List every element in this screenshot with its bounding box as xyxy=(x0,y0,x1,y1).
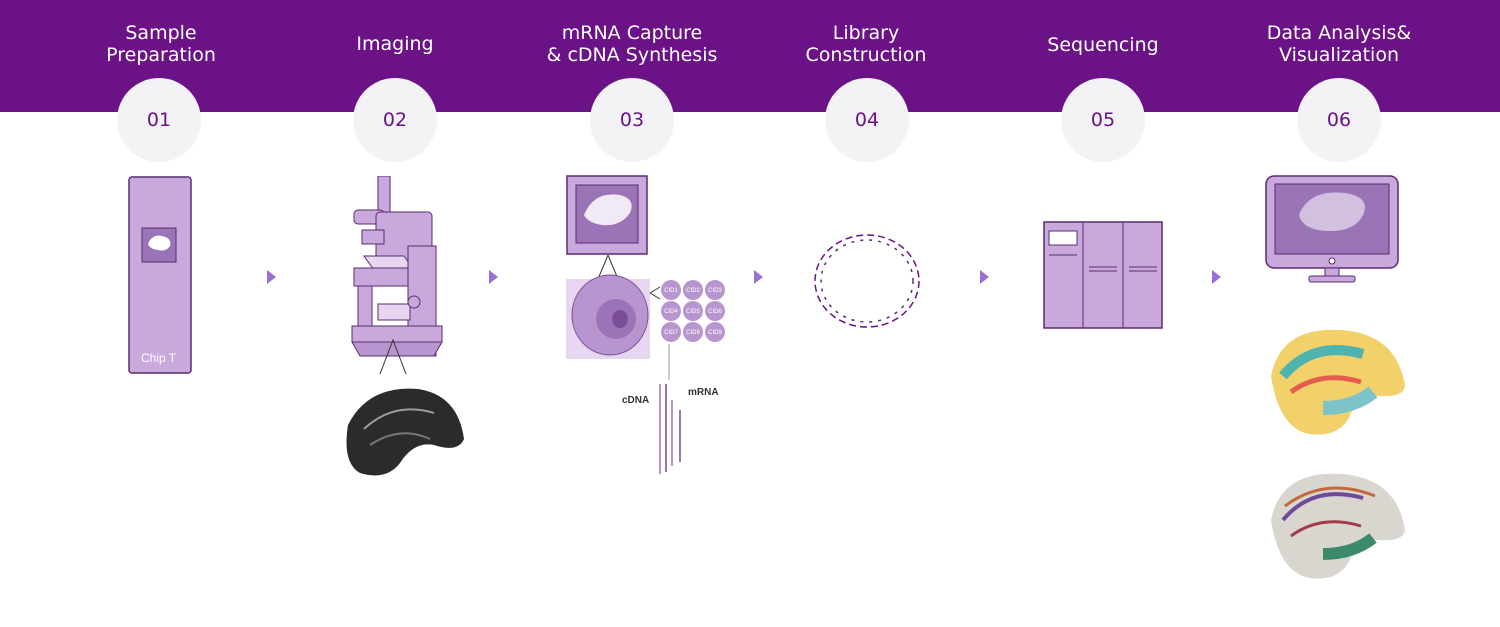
step-4-title: Library Construction xyxy=(756,22,976,66)
cell-type-map-image xyxy=(1271,473,1405,579)
step-1-number: 01 xyxy=(117,78,201,162)
step-2-title: Imaging xyxy=(285,33,505,55)
cdna-label: cDNA xyxy=(622,395,650,406)
microscope-icon xyxy=(351,176,443,357)
step-6-title-line-1: Data Analysis& xyxy=(1266,22,1412,44)
flow-arrow-icon xyxy=(489,270,498,284)
step-3-number: 03 xyxy=(590,78,674,162)
step-5-title: Sequencing xyxy=(993,34,1213,56)
step-3-title: mRNA Capture & cDNA Synthesis xyxy=(522,22,742,66)
dna-library-icon xyxy=(814,234,920,328)
cid-label: CID1 xyxy=(664,288,678,294)
step-3-title-line-2: & cDNA Synthesis xyxy=(546,44,718,66)
cdna-strands xyxy=(659,344,681,474)
step-5-number: 05 xyxy=(1061,78,1145,162)
cid-label: CID3 xyxy=(708,288,722,294)
step-1-title: Sample Preparation xyxy=(51,22,271,66)
cid-label: CID5 xyxy=(686,309,700,315)
cid-label: CID8 xyxy=(686,330,700,336)
step-6-number: 06 xyxy=(1297,78,1381,162)
step-3-title-line-1: mRNA Capture xyxy=(561,22,703,44)
step-4-title-line-1: Library xyxy=(832,22,900,44)
capture-illustration xyxy=(566,175,661,359)
flow-arrow-icon xyxy=(267,270,276,284)
step-1-title-line-2: Preparation xyxy=(106,44,216,66)
mrna-label: mRNA xyxy=(688,387,719,398)
cid-label: CID9 xyxy=(708,330,722,336)
step-2-title-line-1: Imaging xyxy=(356,33,434,55)
flow-arrow-icon xyxy=(754,270,763,284)
step-6-title-line-2: Visualization xyxy=(1278,44,1399,66)
zoom-lines xyxy=(379,338,407,375)
cid-grid: CID1 CID2 CID3 CID4 CID5 CID6 CID7 CID8 … xyxy=(661,280,725,342)
chip-illustration xyxy=(128,176,192,374)
step-4-number: 04 xyxy=(825,78,909,162)
chip-label: Chip T xyxy=(141,351,177,365)
monitor-icon xyxy=(1265,175,1399,283)
cid-label: CID7 xyxy=(664,330,678,336)
spatial-heatmap-image xyxy=(1271,329,1405,435)
sequencer-icon xyxy=(1043,221,1163,329)
cid-circle xyxy=(661,280,725,342)
step-5-title-line-1: Sequencing xyxy=(1047,34,1159,56)
cid-label: CID6 xyxy=(708,309,722,315)
header-banner xyxy=(0,0,1500,112)
cid-label: CID4 xyxy=(664,309,678,315)
cid-label: CID2 xyxy=(686,288,700,294)
step-2-number: 02 xyxy=(353,78,437,162)
step-1-title-line-1: Sample xyxy=(125,22,197,44)
flow-arrow-icon xyxy=(1212,270,1221,284)
step-6-title: Data Analysis& Visualization xyxy=(1229,22,1449,66)
flow-arrow-icon xyxy=(980,270,989,284)
step-4-title-line-2: Construction xyxy=(805,44,927,66)
tissue-section-image xyxy=(346,388,464,476)
